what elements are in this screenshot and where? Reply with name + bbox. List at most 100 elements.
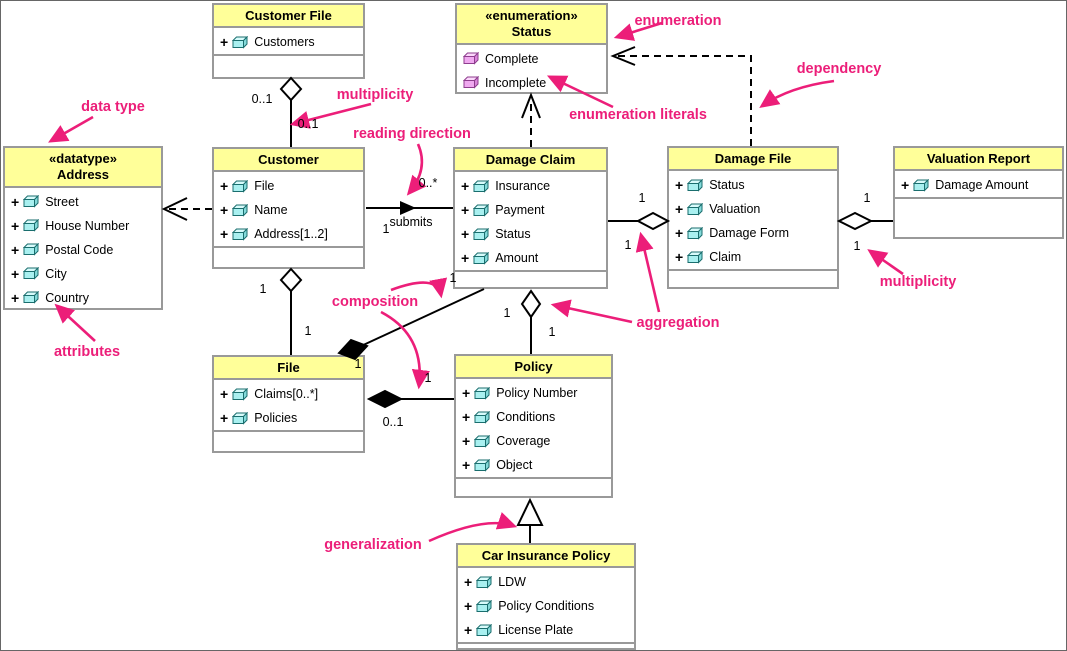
class-damage-file[interactable]: Damage File + Status +Valuation+Damage For… (667, 146, 839, 289)
attribute-icon (232, 387, 249, 401)
visibility-public-marker: + (220, 202, 229, 219)
multiplicity-label: 1 (382, 222, 390, 236)
association-submits (366, 201, 453, 215)
class-valuation-report[interactable]: Valuation Report +Damage Amount (893, 146, 1064, 239)
attribute-name: Policies (254, 411, 298, 426)
class-header: Damage File (669, 148, 837, 172)
attribute-name: Claims[0..*] (254, 387, 319, 402)
attribute-row: +Payment (455, 198, 606, 222)
visibility-public-marker: + (11, 217, 20, 234)
enum-literal-icon (463, 76, 479, 89)
attribute-row: +Policies (214, 406, 363, 430)
visibility-public-marker: + (220, 386, 229, 403)
annotation-dependency: dependency (796, 61, 882, 77)
attribute-row: +House Number (5, 214, 161, 238)
enum-literal-row: Complete (457, 47, 606, 71)
dependency-damagefile-status (610, 46, 752, 146)
attribute-name: Claim (709, 250, 742, 265)
visibility-public-marker: + (464, 598, 473, 615)
arrow-data-type (48, 115, 94, 143)
attribute-row: +Amount (455, 246, 606, 270)
class-header: Policy (456, 356, 611, 380)
attribute-row: +LDW (458, 570, 634, 594)
attribute-row: +Name (214, 198, 363, 222)
attribute-row: +Object (456, 453, 611, 477)
class-policy[interactable]: Policy +Policy Number+Conditions+Coverag… (454, 354, 613, 498)
annotation-enumeration: enumeration (634, 13, 722, 29)
visibility-public-marker: + (11, 193, 20, 210)
empty-compartment (455, 270, 606, 287)
class-header: Damage Claim (455, 149, 606, 173)
generalization-carinsurance-policy (516, 497, 544, 543)
class-name: Customer (258, 152, 319, 167)
empty-compartment (456, 477, 611, 496)
visibility-public-marker: + (11, 241, 20, 258)
attribute-name: Country (45, 290, 89, 305)
empty-compartment (458, 642, 634, 648)
class-name: Customer File (245, 8, 332, 23)
attribute-list: + Status +Valuation+Damage Form+ Claim (669, 171, 837, 269)
arrow-dependency (759, 79, 835, 108)
arrow-aggregation-1 (550, 299, 633, 324)
aggregation-customer-file (279, 267, 303, 355)
class-file[interactable]: File +Claims[0..*]+Policies (212, 355, 365, 453)
attribute-name: Damage Amount (935, 178, 1029, 193)
annotation-attributes: attributes (53, 344, 121, 360)
enum-literal-row: Incomplete (457, 71, 606, 95)
arrow-aggregation-2 (635, 231, 661, 313)
attribute-icon (23, 219, 40, 232)
attribute-row: + Claims[0..*] (214, 382, 363, 406)
visibility-public-marker: + (901, 177, 910, 194)
visibility-public-marker: + (461, 226, 470, 243)
attribute-row: +Damage Form (669, 221, 837, 245)
class-damage-claim[interactable]: Damage Claim +Insurance+Payment+Status+A… (453, 147, 608, 289)
attribute-name: Valuation (709, 202, 761, 217)
attribute-icon (473, 203, 490, 217)
attribute-row: +Coverage (456, 429, 611, 453)
enum-literal-name: Incomplete (485, 75, 547, 90)
class-name: Damage Claim (485, 152, 576, 167)
attribute-name: Status (709, 178, 745, 193)
class-address-datatype[interactable]: «datatype» Address +Street+House Number+… (3, 146, 163, 310)
aggregation-damagefile-damageclaim (608, 211, 671, 231)
aggregation-damageclaim-policy (520, 289, 542, 354)
visibility-public-marker: + (675, 249, 684, 266)
attribute-list: +File+Name+Address[1..2] (214, 172, 363, 246)
attribute-row: +License Plate (458, 618, 634, 642)
attribute-name: License Plate (498, 623, 574, 638)
arrow-attributes (54, 303, 96, 342)
attribute-icon (687, 250, 704, 264)
enum-literal-icon (463, 52, 479, 65)
attribute-row: +File (214, 174, 363, 198)
arrow-composition-2 (380, 310, 430, 390)
attribute-name: Policy Number (496, 386, 578, 401)
attribute-icon (474, 386, 491, 400)
multiplicity-label: 0..1 (297, 117, 319, 131)
multiplicity-label: 1 (548, 325, 556, 339)
attribute-icon (23, 243, 40, 256)
class-header: Car Insurance Policy (458, 545, 634, 569)
attribute-row: +Valuation (669, 197, 837, 221)
visibility-public-marker: + (220, 178, 229, 195)
visibility-public-marker: + (461, 178, 470, 195)
class-name: Status (511, 24, 552, 40)
dependency-customer-address (161, 197, 212, 221)
attribute-row: +Address[1..2] (214, 222, 363, 246)
attribute-row: +Postal Code (5, 238, 161, 262)
class-car-insurance-policy[interactable]: Car Insurance Policy +LDW+Policy Conditi… (456, 543, 636, 650)
attribute-name: Conditions (496, 410, 556, 425)
class-header: Customer (214, 149, 363, 173)
attribute-row: +Conditions (456, 405, 611, 429)
class-customer-file[interactable]: Customer File +Customers (212, 3, 365, 79)
stereotype-label: «enumeration» (485, 8, 578, 23)
attribute-row: +Policy Number (456, 381, 611, 405)
attribute-icon (473, 179, 490, 193)
attribute-icon (232, 203, 249, 217)
annotation-multiplicity-right: multiplicity (879, 274, 957, 290)
class-customer[interactable]: Customer +File+Name+Address[1..2] (212, 147, 365, 269)
attribute-row: + Claim (669, 245, 837, 269)
attribute-icon (476, 575, 493, 589)
class-header: Customer File (214, 5, 363, 29)
